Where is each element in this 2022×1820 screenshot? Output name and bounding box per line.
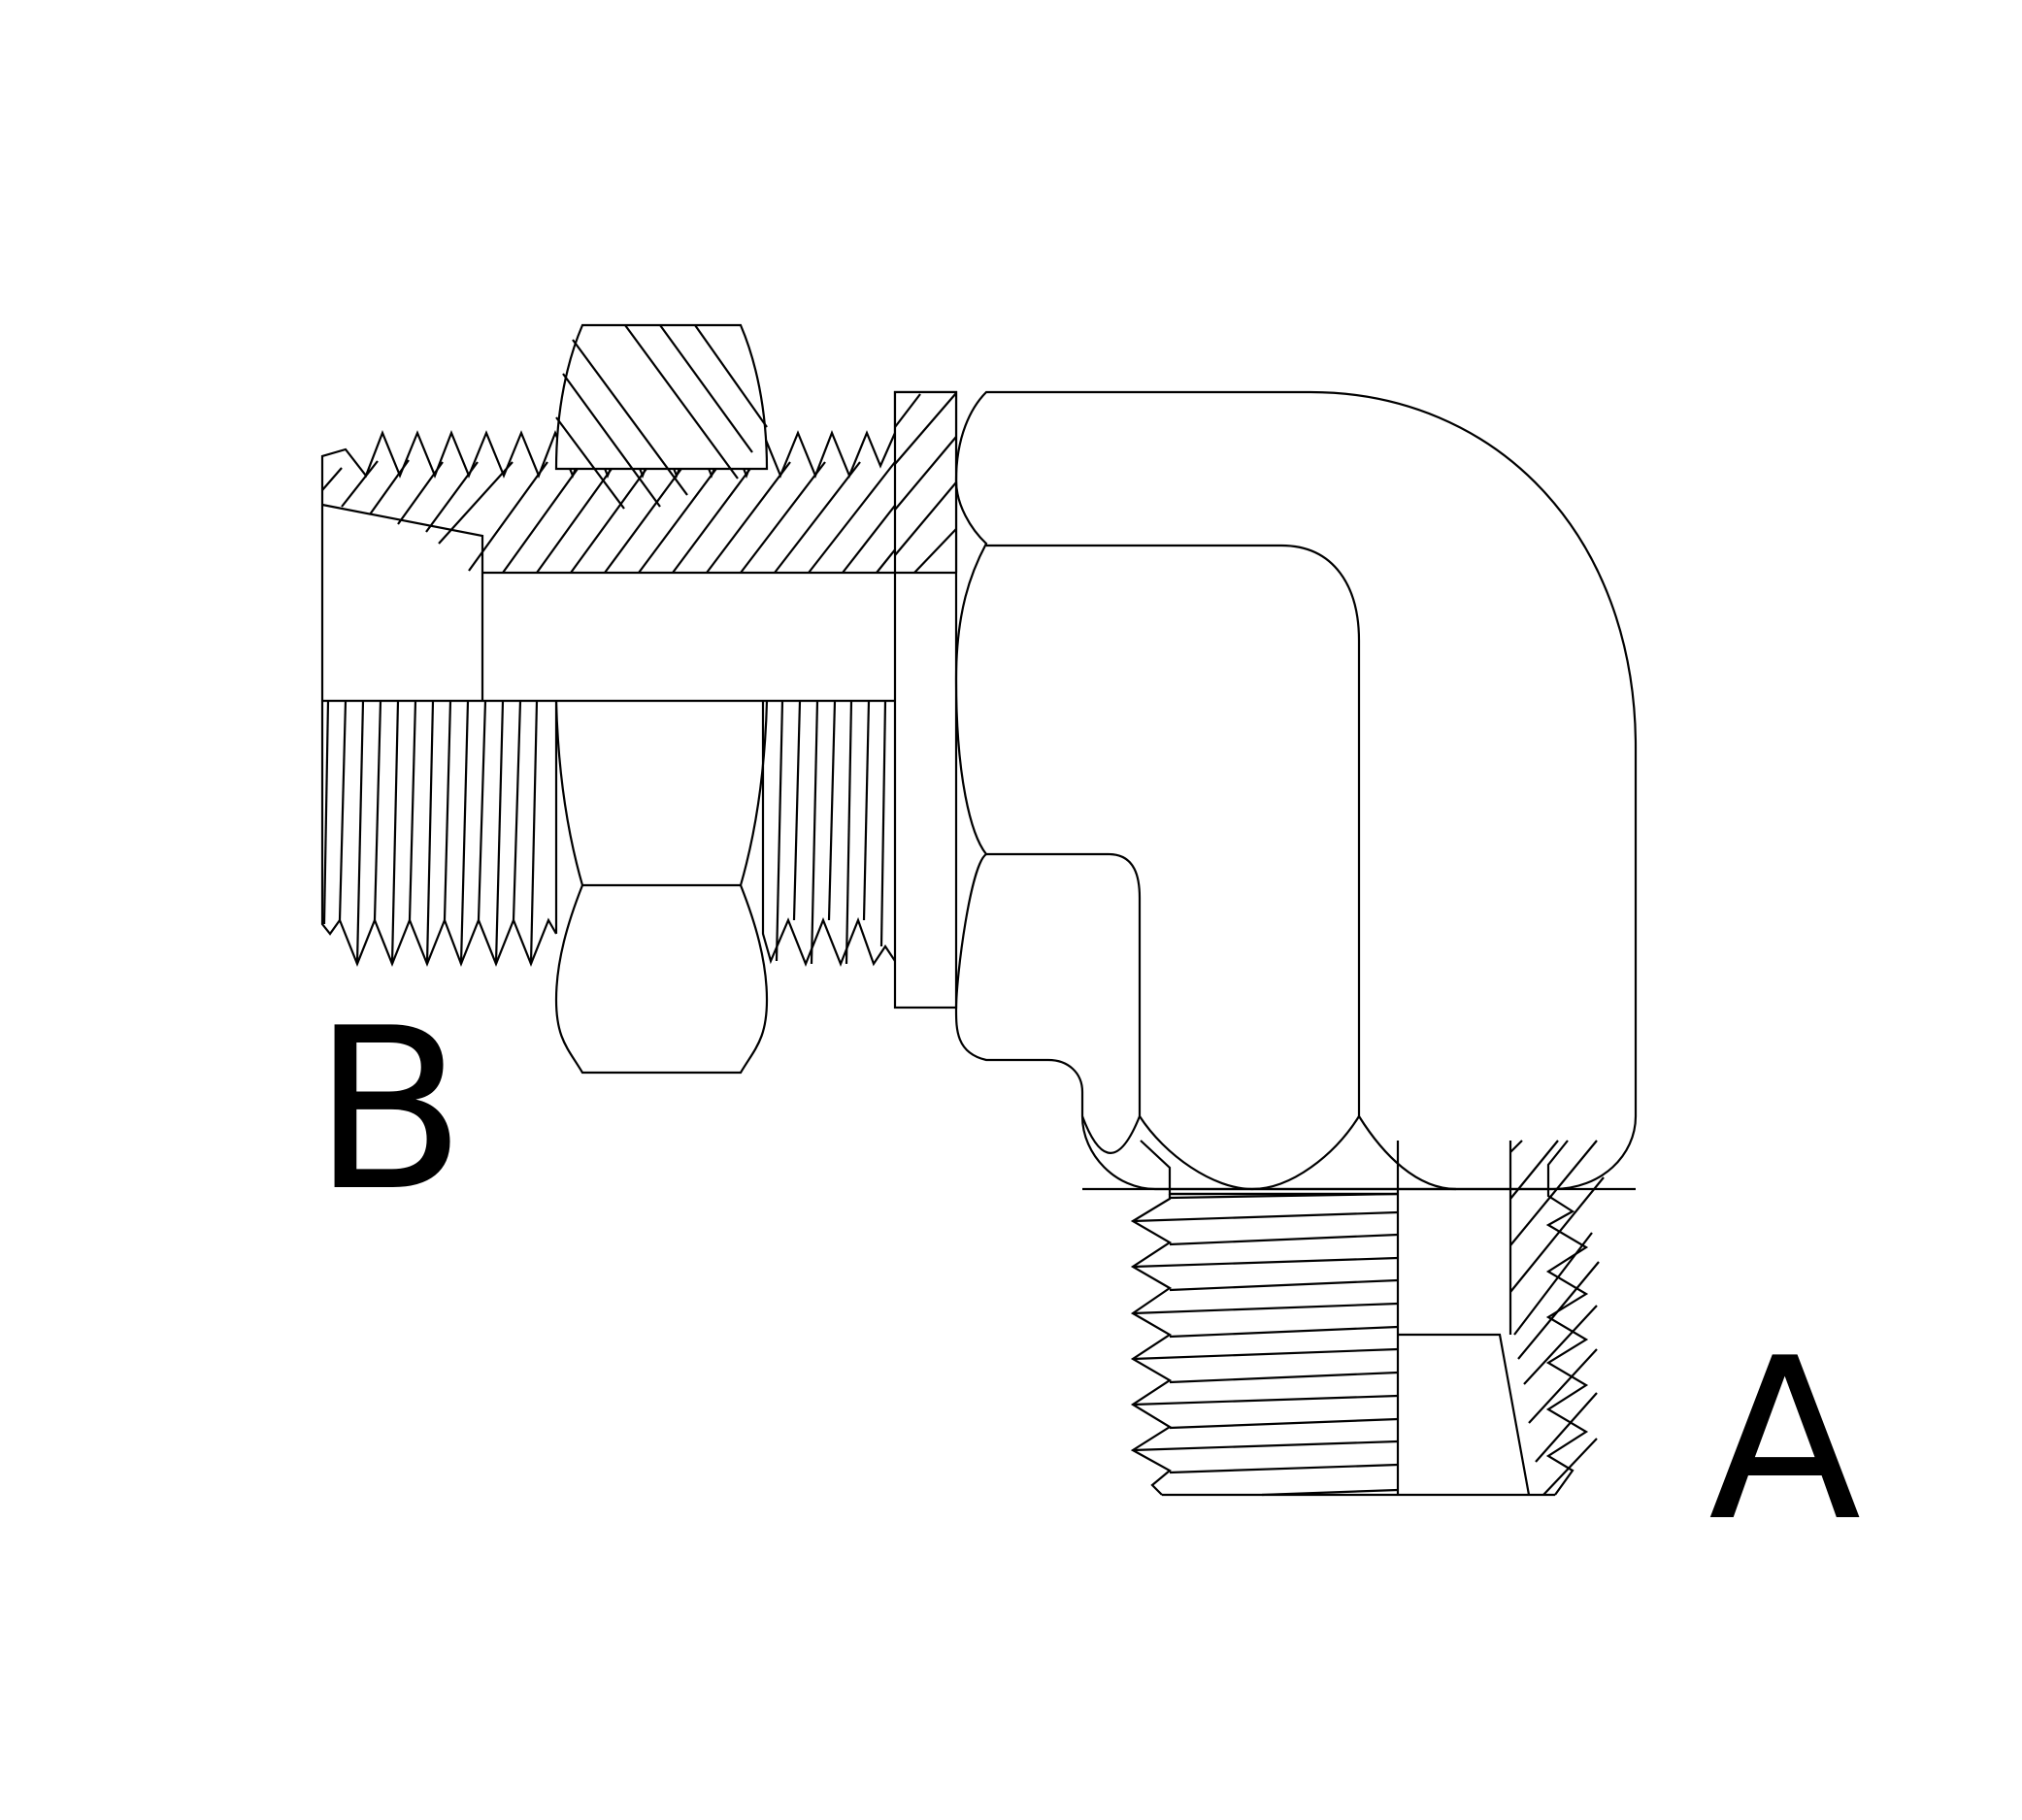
port-a-label: A bbox=[1708, 1311, 1862, 1571]
port-b-nut-section bbox=[554, 323, 769, 510]
port-a-thread bbox=[1130, 1140, 1605, 1497]
elbow-body bbox=[954, 390, 1638, 1191]
port-b-nut-exterior bbox=[554, 700, 769, 1075]
port-b-thread-exterior bbox=[320, 700, 896, 968]
washer bbox=[893, 390, 958, 1009]
port-b-thread-section bbox=[320, 390, 958, 703]
port-b-label: B bbox=[313, 981, 466, 1241]
